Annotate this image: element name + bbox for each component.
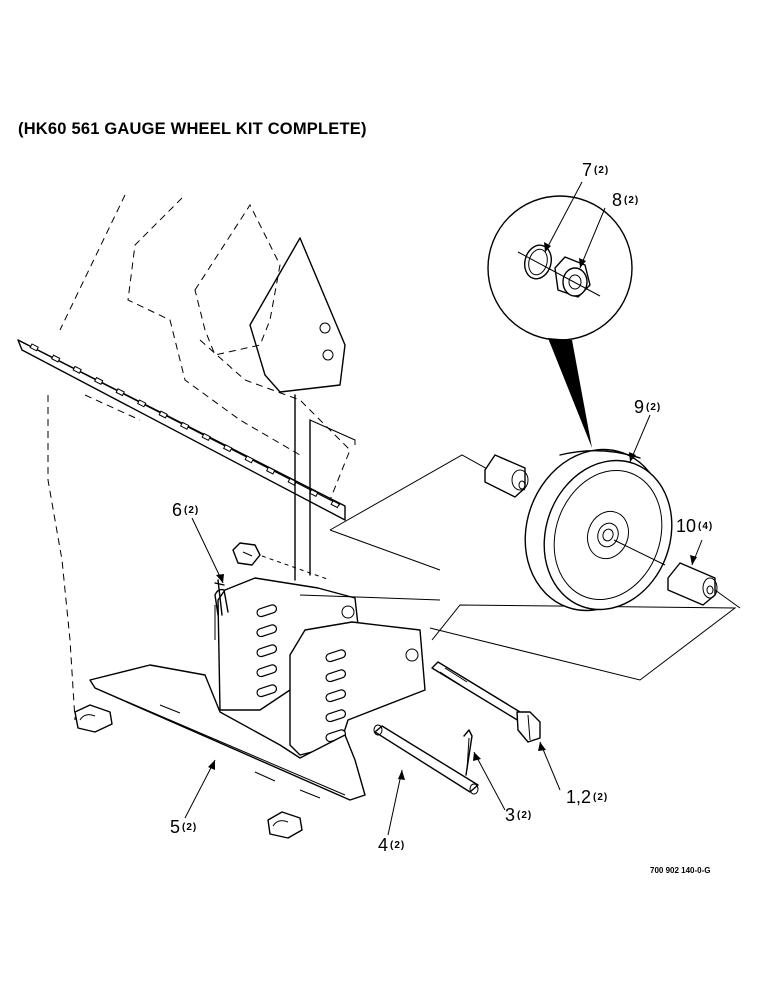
callout-6: 6(2): [172, 500, 200, 520]
long-pin: [373, 724, 479, 795]
document-number: 700 902 140-0-G: [650, 866, 711, 875]
snap-ring: [523, 244, 553, 280]
guard-slot: [137, 399, 147, 408]
phantom-plates: [194, 203, 281, 356]
callout-10: 10(4): [676, 516, 714, 536]
upper-mounting-plate: [249, 237, 356, 581]
diagram-title: (HK60 561 GAUGE WHEEL KIT COMPLETE): [18, 120, 367, 138]
header-frame-phantom: [47, 194, 351, 721]
callout-9: 9(2): [634, 397, 662, 417]
guard-slot: [115, 388, 125, 397]
bracket-slot: [256, 664, 278, 678]
guard-slot: [201, 432, 211, 442]
callout-1-2: 1,2(2): [566, 787, 609, 807]
bracket-slot: [256, 684, 278, 698]
guard-slot: [72, 365, 82, 374]
guard-bar: [17, 339, 346, 521]
nut-and-hairpin: [214, 542, 331, 640]
axle-bolt: [431, 661, 541, 743]
guard-slot: [29, 343, 39, 352]
bracket-slot: [325, 669, 347, 683]
guard-slot: [266, 466, 276, 475]
guard-slot: [244, 455, 254, 464]
bracket-slot: [325, 689, 347, 703]
cotter-pin: [463, 729, 473, 776]
callout-3: 3(2): [505, 805, 533, 825]
guard-slot: [94, 376, 104, 386]
wheel-bushing-left: [484, 454, 529, 498]
callout-7: 7(2): [582, 160, 610, 180]
lower-hooks: [74, 704, 303, 839]
gauge-wheel: [524, 448, 673, 612]
guard-slot: [309, 488, 319, 498]
callout-4: 4(2): [378, 835, 406, 855]
detail-bubble: [487, 195, 633, 448]
bracket-slot: [325, 649, 347, 663]
callout-5: 5(2): [170, 817, 198, 837]
callout-8: 8(2): [612, 190, 640, 210]
guard-slot: [180, 421, 190, 430]
bracket-slot: [256, 604, 278, 618]
bracket-slot: [256, 644, 278, 658]
base-plate: [89, 664, 366, 801]
bracket-slot: [325, 709, 347, 723]
guard-slot: [51, 354, 61, 363]
wheel-bushing-right: [667, 562, 741, 609]
leader-arrowheads: [208, 242, 697, 780]
guard-slot: [158, 410, 168, 419]
guard-slot: [223, 444, 233, 453]
bearing: [554, 256, 591, 298]
bracket-slot: [256, 624, 278, 638]
guard-slot: [330, 500, 340, 509]
slotted-bracket: [217, 577, 426, 756]
